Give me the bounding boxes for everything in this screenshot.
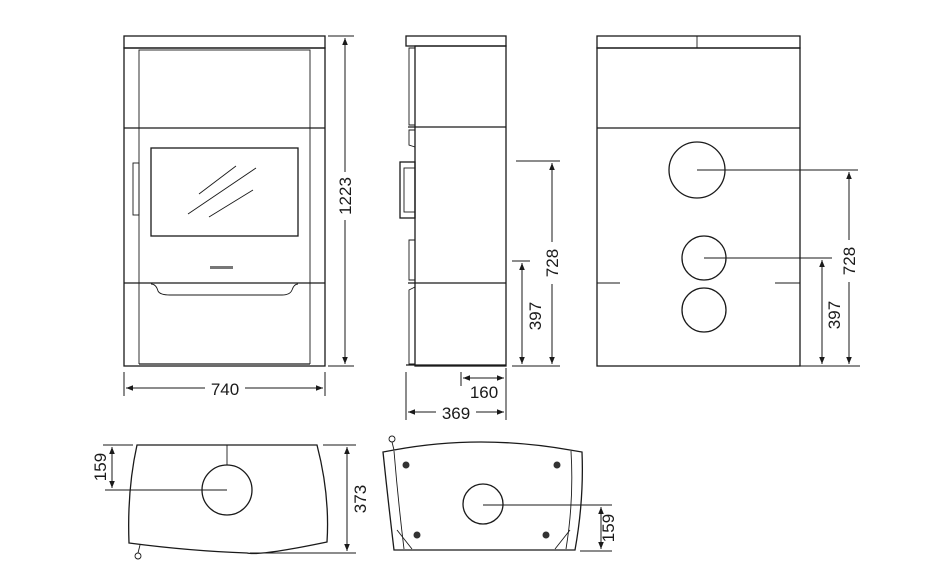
air-inlet <box>462 483 504 525</box>
top-outline <box>128 444 329 555</box>
top-view: 159 373 <box>91 444 370 560</box>
top-cap <box>405 35 507 47</box>
brand-logo <box>210 266 233 269</box>
depth-dimension-label: 369 <box>442 404 470 423</box>
top-cap <box>123 35 326 49</box>
top-cap <box>596 35 801 49</box>
bottom-view: 159 <box>382 435 618 552</box>
lower-outlet-height-label: 397 <box>526 302 545 330</box>
side-view: 728 397 160 369 <box>399 35 562 423</box>
foot-screw-icon <box>553 461 561 469</box>
upper-outlet-height-label: 728 <box>840 247 859 275</box>
lower-outlet-height-label: 397 <box>825 301 844 329</box>
knob-icon <box>134 552 142 560</box>
glass-reflection-icon <box>187 165 257 218</box>
top-panel <box>138 49 311 129</box>
stove-body <box>123 47 326 367</box>
depth-dimension-label: 373 <box>351 485 370 513</box>
outlet-offset-label: 160 <box>470 383 498 402</box>
front-view: 1223 740 <box>123 35 355 399</box>
height-dimension-label: 1223 <box>336 177 355 215</box>
stove-body <box>596 47 801 367</box>
inlet-offset-label: 159 <box>599 514 618 542</box>
ash-tray-handle <box>150 283 299 296</box>
foot-screw-icon <box>402 461 410 469</box>
width-dimension-label: 740 <box>211 380 239 399</box>
bottom-outline <box>382 441 584 551</box>
door-handle <box>399 161 416 219</box>
door-handle <box>132 162 140 216</box>
door-window <box>150 147 299 237</box>
foot-screw-icon <box>542 531 550 539</box>
rear-view: 728 397 <box>596 35 860 367</box>
foot-screw-icon <box>413 531 421 539</box>
knob-icon <box>388 435 396 443</box>
upper-outlet-height-label: 728 <box>543 249 562 277</box>
outlet-offset-label: 159 <box>91 453 110 481</box>
stove-body <box>414 45 507 367</box>
air-inlet <box>681 287 727 333</box>
